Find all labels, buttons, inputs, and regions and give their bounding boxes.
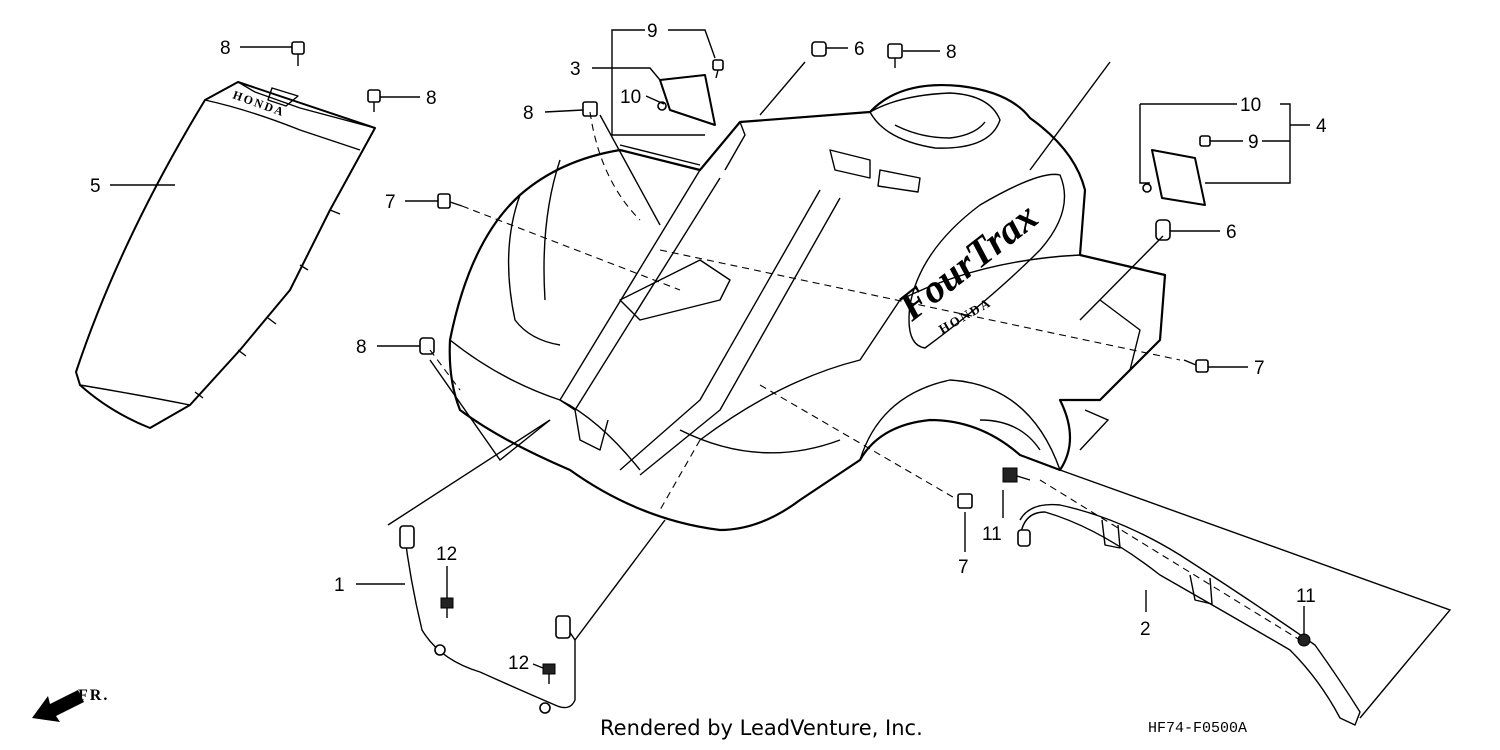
callout-9-right: 9 [1248, 132, 1259, 153]
callout-5: 5 [90, 176, 101, 197]
bolt-8-lower-left[interactable] [419, 337, 435, 355]
callout-8-tank: 8 [946, 42, 957, 63]
callout-8-panel-top: 8 [220, 38, 231, 59]
front-direction-arrow: FR. [32, 687, 109, 722]
bolt-7-bottom[interactable] [957, 493, 973, 509]
plate-part-4[interactable] [1142, 149, 1206, 206]
callout-labels: 1 2 3 4 5 6 6 7 7 7 8 8 8 8 8 9 9 10 10 … [90, 21, 1327, 674]
plate-part-3[interactable] [657, 74, 716, 126]
callout-leaders [110, 29, 1310, 669]
callout-7-bottom: 7 [958, 557, 969, 578]
bolt-11-upper[interactable] [1002, 467, 1031, 483]
callout-8-lower-left: 8 [356, 337, 367, 358]
callout-3: 3 [570, 59, 581, 80]
callout-4: 4 [1316, 116, 1327, 137]
assembly-lines [387, 61, 1452, 719]
callout-6-top: 6 [854, 39, 865, 60]
bolt-8-tank[interactable] [887, 43, 903, 68]
callout-2: 2 [1140, 619, 1151, 640]
direction-label: FR. [78, 687, 109, 704]
left-stay-part-1[interactable] [399, 525, 576, 714]
bolt-8-panel-right[interactable] [367, 89, 381, 112]
front-fender-body[interactable]: FourTrax HONDA [448, 83, 1167, 532]
callout-11-lower: 11 [1296, 586, 1316, 607]
front-panel-part-5[interactable]: HONDA [75, 81, 376, 429]
bolt-8-panel-top[interactable] [291, 41, 305, 66]
right-stay-part-2[interactable] [1017, 503, 1361, 726]
bolt-7-right[interactable] [1183, 359, 1209, 373]
bolt-12-lower[interactable] [542, 663, 556, 684]
callout-12-upper: 12 [436, 544, 457, 565]
bolt-8-center[interactable] [582, 101, 598, 117]
callout-7-left: 7 [385, 192, 396, 213]
bolt-12-upper[interactable] [440, 597, 454, 618]
callout-7-right: 7 [1254, 358, 1265, 379]
callout-1: 1 [334, 575, 345, 596]
callout-8-panel-right: 8 [426, 88, 437, 109]
footer-credit: Rendered by LeadVenture, Inc. [600, 716, 923, 740]
callout-11-upper: 11 [982, 524, 1002, 545]
callout-8-center: 8 [523, 103, 534, 124]
callout-6-right: 6 [1226, 222, 1237, 243]
mounting-lines [429, 111, 1301, 641]
bolt-6-top[interactable] [811, 41, 827, 57]
bolt-7-left[interactable] [437, 193, 463, 209]
bolt-6-right[interactable] [1155, 219, 1171, 241]
callout-9-left: 9 [647, 21, 658, 42]
callout-12-lower: 12 [508, 653, 529, 674]
bolt-9-right[interactable] [1199, 135, 1211, 147]
callout-10-left: 10 [620, 87, 641, 108]
bolt-9-left[interactable] [712, 59, 724, 79]
arrow-left-icon [32, 690, 84, 722]
diagram-code: HF74-F0500A [1148, 720, 1248, 737]
callout-10-right: 10 [1240, 95, 1261, 116]
